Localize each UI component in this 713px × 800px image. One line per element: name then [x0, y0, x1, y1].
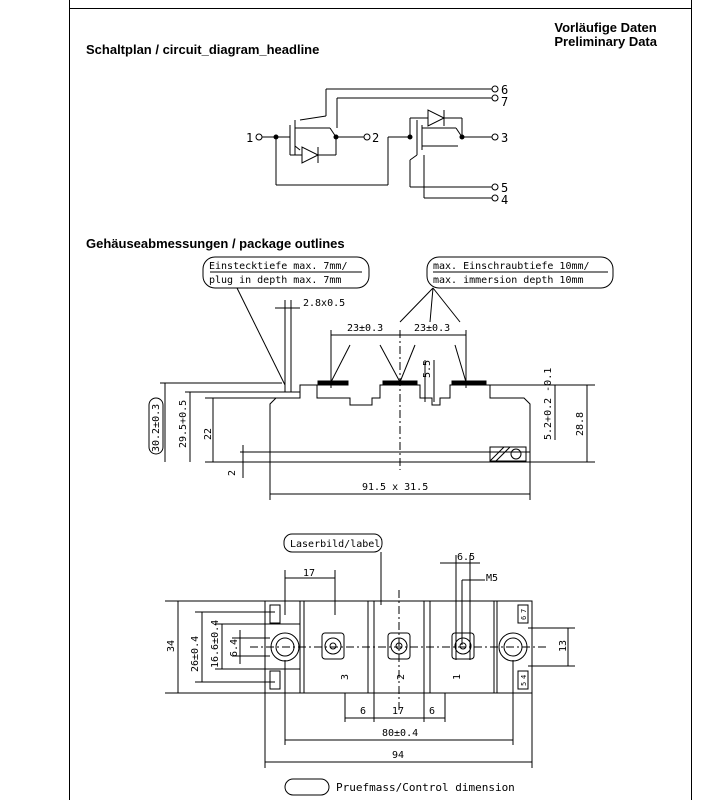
terminal-1-label: 1 [452, 674, 463, 680]
label-laser-text: Laserbild/label [290, 539, 380, 550]
label-bubble [283, 533, 383, 553]
dim-overall-height: 28.8 [575, 412, 586, 436]
preliminary-de: Vorläufige Daten [554, 20, 657, 35]
pin-1-label: 1 [246, 131, 253, 145]
package-top-view: Laserbild/label 6.5 M5 17 [165, 533, 575, 768]
dim-terminal-width: 2.8x0.5 [303, 298, 345, 309]
note-screw-line1: max. Einschraubtiefe 10mm/ [433, 261, 590, 272]
pin-4-label: 4 [501, 193, 508, 207]
terminal-2-label: 2 [396, 674, 407, 680]
note-plug-line1: Einstecktiefe max. 7mm/ [209, 261, 347, 272]
aux-pin-7: 7 [520, 609, 528, 613]
dim-pitch-right: 23±0.3 [414, 323, 450, 334]
dim-gap-left: 6 [360, 706, 366, 717]
dim-total-height: 30.2±0.3 [151, 404, 162, 452]
housing-side-outline [269, 384, 531, 463]
legend-text: Pruefmass/Control dimension [336, 781, 515, 794]
circuit-diagram: 1 2 6 7 [246, 83, 508, 207]
dim-hole-offset: 6.4 [229, 639, 240, 657]
dim-base-thickness: 2 [227, 470, 238, 476]
note-plug-bubble [202, 256, 370, 289]
pin-1-terminal [255, 133, 263, 141]
dim-nut-depth: 5.5 [422, 360, 433, 378]
note-screw-bubble [426, 256, 614, 289]
pin-3-label: 3 [501, 131, 508, 145]
aux-pin-6: 6 [520, 616, 528, 620]
pin-5-label: 5 [501, 181, 508, 195]
preliminary-en: Preliminary Data [554, 34, 657, 49]
dim-center-terminal: 17 [392, 706, 404, 717]
dim-inner-spacing: 16.6±0.4 [210, 620, 221, 668]
dim-terminal-hole: 6.5 [457, 552, 475, 563]
dim-hole-pitch: 80±0.4 [382, 728, 418, 739]
note-plug-line2: plug in depth max. 7mm [209, 275, 341, 286]
dim-housing-height: 22 [203, 428, 214, 440]
dim-pitch-left: 23±0.3 [347, 323, 383, 334]
legend-marker [284, 778, 330, 796]
dim-thread: M5 [486, 573, 498, 584]
package-outlines-headline: Gehäuseabmessungen / package outlines [86, 236, 345, 251]
control-dim-marker [148, 397, 164, 455]
aux-pin-4: 4 [520, 675, 528, 679]
package-side-view: Einstecktiefe max. 7mm/ plug in depth ma… [148, 256, 614, 500]
terminal-3-label: 3 [340, 674, 351, 680]
dim-mount-to-terminal: 17 [303, 568, 315, 579]
pin-7-label: 7 [501, 95, 508, 109]
preliminary-data-label: Vorläufige Daten Preliminary Data [554, 21, 657, 49]
dim-footprint: 91.5 x 31.5 [362, 482, 428, 493]
circuit-diagram-headline: Schaltplan / circuit_diagram_headline [86, 42, 320, 57]
pin-6-label: 6 [501, 83, 508, 97]
pin-2-label: 2 [372, 131, 379, 145]
frame-top-line [69, 8, 692, 9]
aux-pin-5: 5 [520, 682, 528, 686]
dim-terminal-height: 29.5+0.5 [178, 400, 189, 448]
frame-right-line [691, 0, 692, 800]
dim-hole-diameter: 13 [558, 640, 569, 652]
dim-width: 34 [166, 640, 177, 652]
frame-left-line [69, 0, 70, 800]
dim-length: 94 [392, 750, 404, 761]
dim-gap-right: 6 [429, 706, 435, 717]
note-screw-line2: max. immersion depth 10mm [433, 275, 584, 286]
dim-terminal-protrusion: 5.2+0.2 -0.1 [543, 368, 554, 440]
dim-aux-spacing: 26±0.4 [190, 636, 201, 672]
